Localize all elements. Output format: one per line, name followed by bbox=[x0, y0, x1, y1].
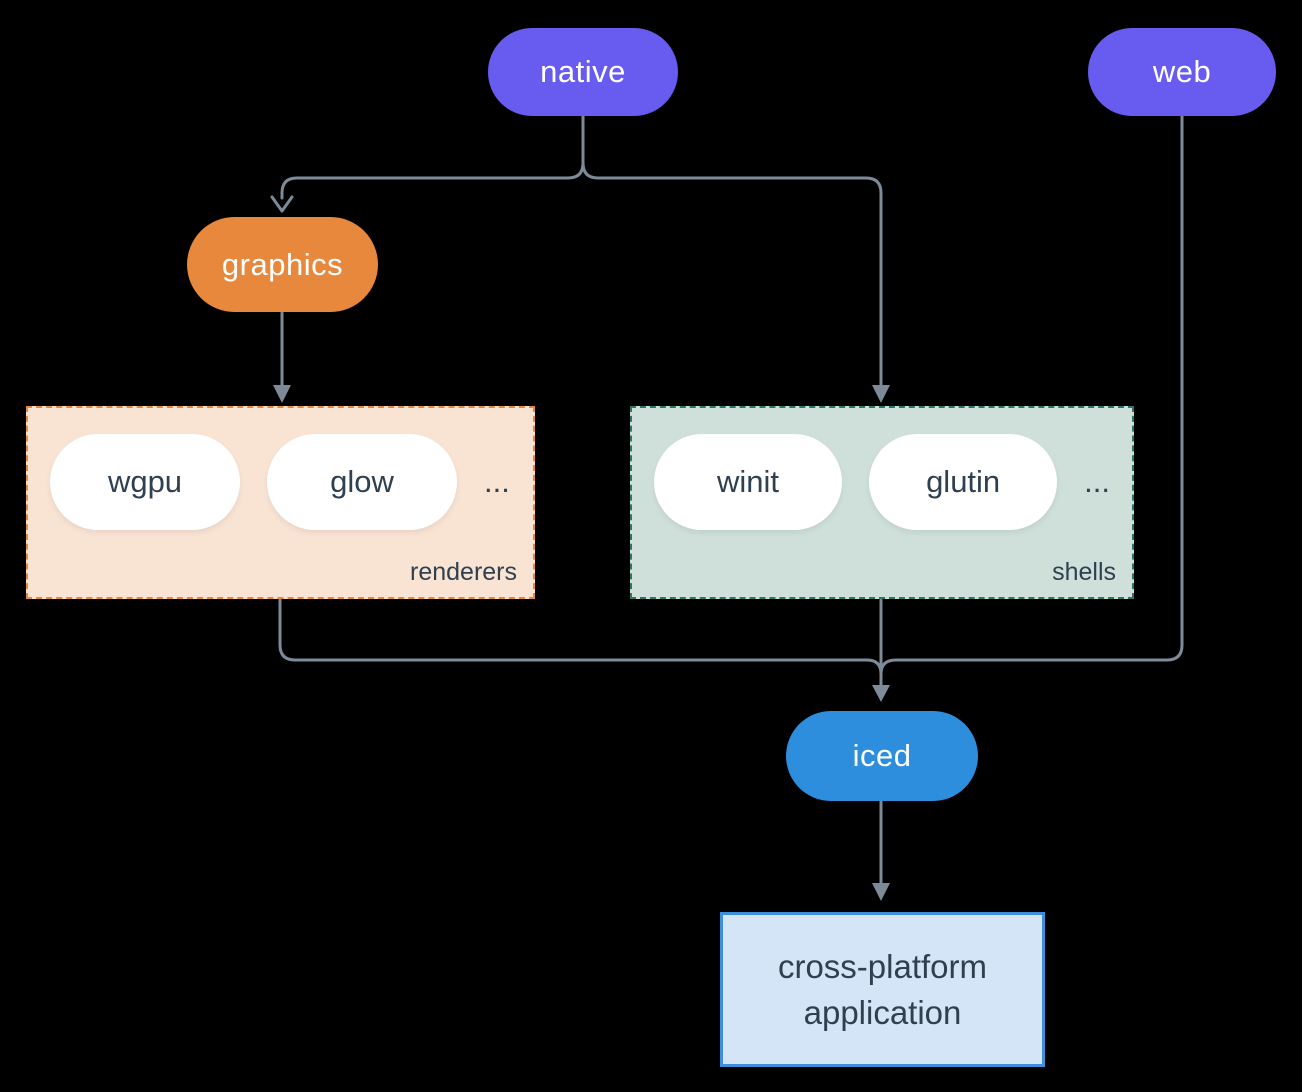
node-winit-label: winit bbox=[717, 464, 780, 499]
node-graphics-label: graphics bbox=[221, 246, 344, 282]
group-renderers: wgpu glow ... renderers bbox=[26, 406, 535, 599]
node-web: web bbox=[1088, 28, 1276, 116]
node-wgpu: wgpu bbox=[50, 434, 240, 530]
shells-group-label: shells bbox=[1052, 558, 1116, 586]
group-shells: winit glutin ... shells bbox=[630, 406, 1134, 599]
arrowhead-graphics bbox=[270, 195, 294, 213]
node-glow: glow bbox=[267, 434, 457, 530]
arrowhead-app bbox=[872, 883, 890, 901]
node-graphics: graphics bbox=[187, 217, 378, 312]
node-glutin-label: glutin bbox=[926, 464, 1001, 499]
node-web-label: web bbox=[1152, 54, 1212, 89]
renderers-ellipsis: ... bbox=[484, 464, 510, 499]
node-glow-label: glow bbox=[330, 464, 394, 499]
edge-native-shells bbox=[581, 161, 883, 388]
node-native: native bbox=[488, 28, 678, 116]
node-winit: winit bbox=[654, 434, 843, 530]
node-native-label: native bbox=[540, 54, 626, 89]
arrowhead-shells bbox=[872, 385, 890, 403]
node-iced-label: iced bbox=[852, 738, 912, 773]
edge-renderers-iced bbox=[278, 598, 883, 676]
shells-ellipsis: ... bbox=[1084, 464, 1110, 499]
node-cross-platform-application: cross-platform application bbox=[720, 912, 1045, 1067]
node-iced: iced bbox=[786, 711, 978, 801]
node-wgpu-label: wgpu bbox=[107, 464, 183, 499]
node-app-label: cross-platform application bbox=[777, 947, 988, 1031]
arrowhead-iced bbox=[872, 685, 890, 702]
node-glutin: glutin bbox=[869, 434, 1058, 530]
arrowhead-renderers bbox=[273, 385, 291, 403]
renderers-group-label: renderers bbox=[410, 558, 517, 586]
edge-native-graphics bbox=[280, 114, 585, 200]
